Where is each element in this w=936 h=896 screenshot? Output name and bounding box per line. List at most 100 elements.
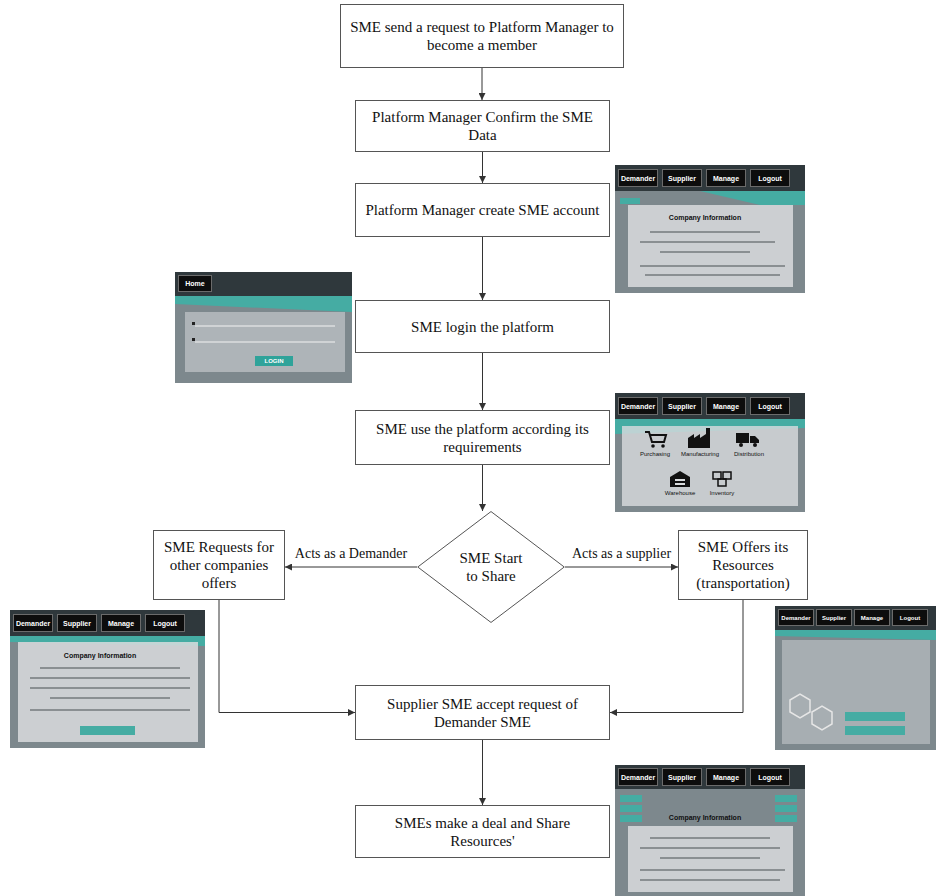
text-line xyxy=(30,709,190,711)
screen-heading: Company Information xyxy=(650,812,760,822)
truck-icon xyxy=(736,433,749,443)
screenshot-account xyxy=(615,165,805,293)
nav-button-label: Manage xyxy=(706,397,746,415)
nav-button-label: Demander xyxy=(618,397,658,415)
nav-button-label: Logout xyxy=(750,397,790,415)
process-box: SME use the platform according its requi… xyxy=(355,410,610,465)
node-text: SME send a request to Platform Manager t… xyxy=(347,18,617,54)
connector-arrow xyxy=(482,740,483,805)
row-button xyxy=(775,815,797,822)
cart-wheel xyxy=(651,444,655,448)
row-button xyxy=(620,815,642,822)
connector-arrow xyxy=(482,465,483,511)
text-line xyxy=(645,274,780,276)
node-text: Supplier SME accept request of Demander … xyxy=(362,695,603,731)
icon-caption: Manufacturing xyxy=(676,450,724,458)
edge-label: Acts as a Demander xyxy=(293,546,409,563)
connector-arrow xyxy=(482,353,483,410)
nav-button-label: Manage xyxy=(706,169,746,187)
input-line xyxy=(195,342,335,343)
nav-button-label: Demander xyxy=(618,169,658,187)
text-line xyxy=(650,231,760,233)
text-line xyxy=(40,667,180,669)
nav-button-label: Logout xyxy=(892,609,928,626)
text-line xyxy=(640,847,780,849)
screen-bg xyxy=(775,606,936,750)
info-panel xyxy=(628,205,793,287)
teal-band xyxy=(175,296,352,312)
warehouse-door xyxy=(675,479,685,481)
screen-heading: Company Information xyxy=(45,650,155,660)
screen-bg xyxy=(615,765,805,896)
nav-strip xyxy=(615,765,805,789)
input-icon xyxy=(192,322,195,325)
nav-button-label: Logout xyxy=(750,768,790,786)
text-line xyxy=(640,265,785,267)
truck-wheel xyxy=(753,443,757,447)
connector-arrow xyxy=(482,68,483,100)
nav-button-label: Demander xyxy=(618,768,658,786)
screenshot-supplier xyxy=(775,606,936,750)
confirm-button xyxy=(845,712,905,721)
nav-strip xyxy=(615,393,805,419)
text-line xyxy=(640,879,780,881)
icon-caption: Inventory xyxy=(700,489,744,497)
node-text: SME login the platform xyxy=(411,318,554,336)
edge-label: Acts as a supplier xyxy=(570,546,673,563)
text-line xyxy=(50,697,170,699)
screenshot-demander xyxy=(10,610,205,748)
nav-button-label: Supplier xyxy=(816,609,852,626)
nav-button-label: Home xyxy=(178,275,212,292)
text-line xyxy=(30,687,190,689)
process-box: Platform Manager create SME account xyxy=(355,183,610,237)
decision-diamond: SME Start to Share xyxy=(417,511,565,623)
login-panel xyxy=(185,312,345,372)
offer-panel xyxy=(782,640,930,744)
nav-button-label: Manage xyxy=(706,768,746,786)
input-icon xyxy=(192,338,195,341)
nav-strip xyxy=(175,272,352,296)
inventory-icon xyxy=(718,479,726,486)
connector-arrow xyxy=(482,152,483,183)
inventory-icon xyxy=(723,472,731,479)
nav-button-label: Supplier xyxy=(57,614,97,632)
teal-band xyxy=(775,630,936,640)
text-line xyxy=(640,241,775,243)
hex-icon xyxy=(812,706,832,730)
info-panel xyxy=(18,642,198,742)
menu-panel xyxy=(622,426,798,506)
node-text: SME Offers its Resources (transportation… xyxy=(685,538,801,592)
nav-button-label: Demander xyxy=(778,609,814,626)
screen-bg xyxy=(615,393,805,512)
screen-heading: Company Information xyxy=(650,212,760,222)
node-text: SME use the platform according its requi… xyxy=(362,420,603,456)
screen-bg xyxy=(615,165,805,293)
cart-wheel xyxy=(661,444,665,448)
text-line xyxy=(650,837,770,839)
connector-arrow xyxy=(285,567,417,568)
small-button xyxy=(620,198,640,204)
cart-icon xyxy=(645,432,666,442)
nav-strip xyxy=(775,606,936,630)
screen-bg xyxy=(10,610,205,748)
login-button-label: LOGIN xyxy=(255,356,293,366)
screen-bg xyxy=(175,272,352,383)
text-line xyxy=(30,677,190,679)
icon-caption: Warehouse xyxy=(658,489,702,497)
row-button xyxy=(620,795,642,802)
inventory-icon xyxy=(713,472,721,479)
teal-band xyxy=(700,191,805,205)
nav-button-label: Manage xyxy=(854,609,890,626)
truck-cab xyxy=(750,436,759,443)
screenshot-deal xyxy=(615,765,805,896)
process-box: SME Offers its Resources (transportation… xyxy=(678,530,808,600)
node-text: Platform Manager Confirm the SME Data xyxy=(362,108,603,144)
nav-button-label: Supplier xyxy=(662,169,702,187)
factory-icon xyxy=(688,428,710,448)
nav-button-label: Logout xyxy=(750,169,790,187)
text-line xyxy=(640,869,785,871)
offer-button xyxy=(845,726,905,735)
warehouse-door xyxy=(675,483,685,485)
process-box: Platform Manager Confirm the SME Data xyxy=(355,100,610,152)
